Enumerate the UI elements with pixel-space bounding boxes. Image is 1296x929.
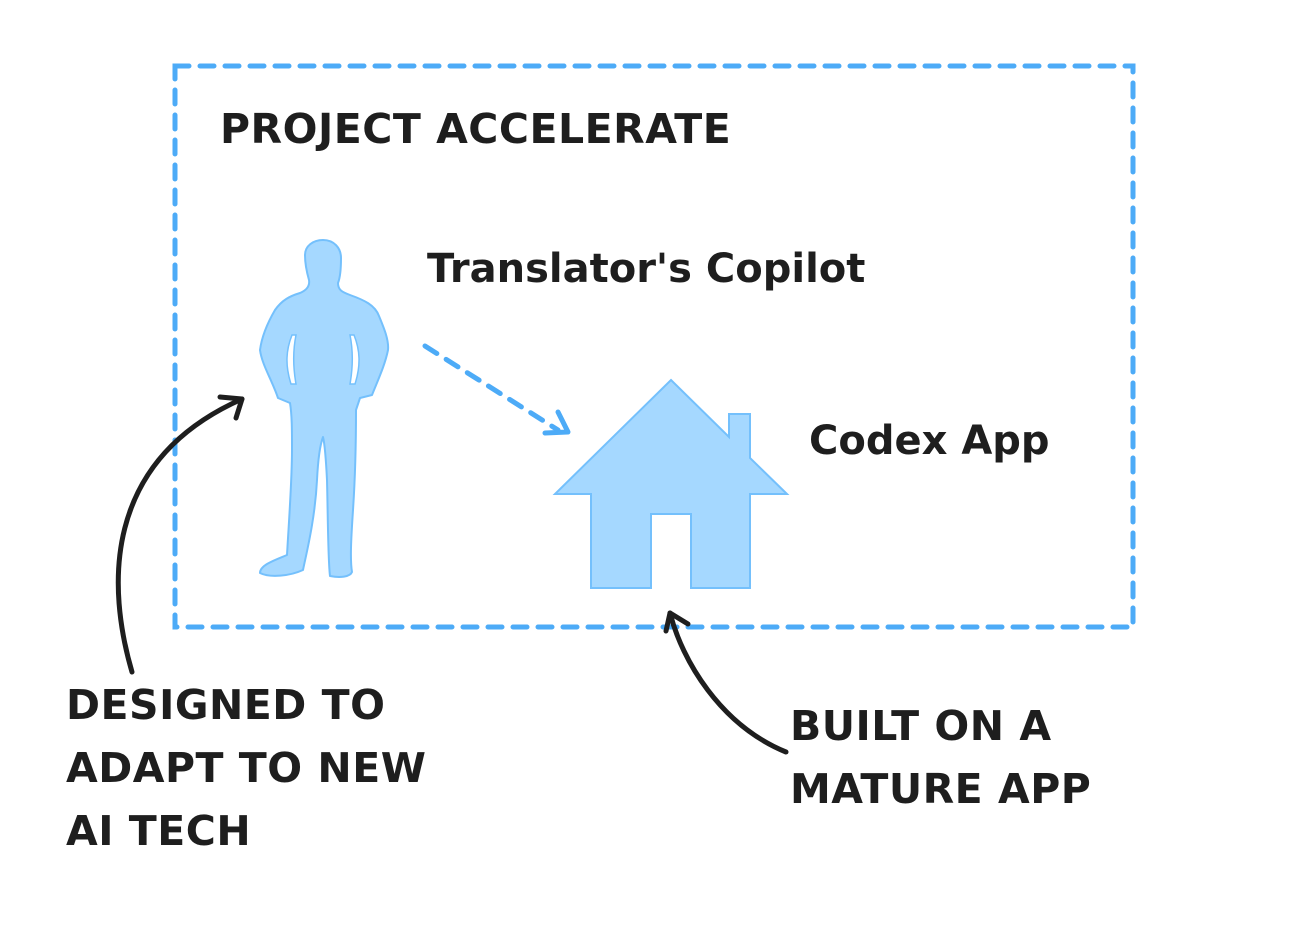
right-annotation: BUILT ON A MATURE APP: [790, 695, 1091, 821]
dashed-connector-arrow: [422, 343, 561, 433]
left-annotation: DESIGNED TO ADAPT TO NEW AI TECH: [66, 674, 426, 863]
codex-app-label: Codex App: [809, 418, 1050, 464]
right-annotation-arrow: [667, 610, 789, 755]
right-annotation-arrowhead: [663, 610, 691, 634]
house-icon: [552, 378, 790, 589]
person-silhouette-icon: [259, 239, 390, 578]
right-annotation-line: MATURE APP: [790, 765, 1092, 813]
left-annotation-arrow: [115, 396, 245, 675]
translator-copilot-label: Translator's Copilot: [427, 246, 866, 292]
left-annotation-line: ADAPT TO NEW: [66, 744, 427, 792]
project-boundary-frame: [172, 63, 1136, 630]
diagram-title: PROJECT ACCELERATE: [220, 105, 732, 153]
left-annotation-arrowhead: [217, 394, 245, 421]
right-annotation-line: BUILT ON A: [790, 702, 1052, 750]
person-arm-gap-right: [349, 334, 360, 385]
left-annotation-line: DESIGNED TO: [66, 681, 386, 729]
left-annotation-line: AI TECH: [66, 807, 252, 855]
person-arm-gap-left: [286, 334, 297, 385]
dashed-connector-arrowhead: [542, 409, 571, 436]
